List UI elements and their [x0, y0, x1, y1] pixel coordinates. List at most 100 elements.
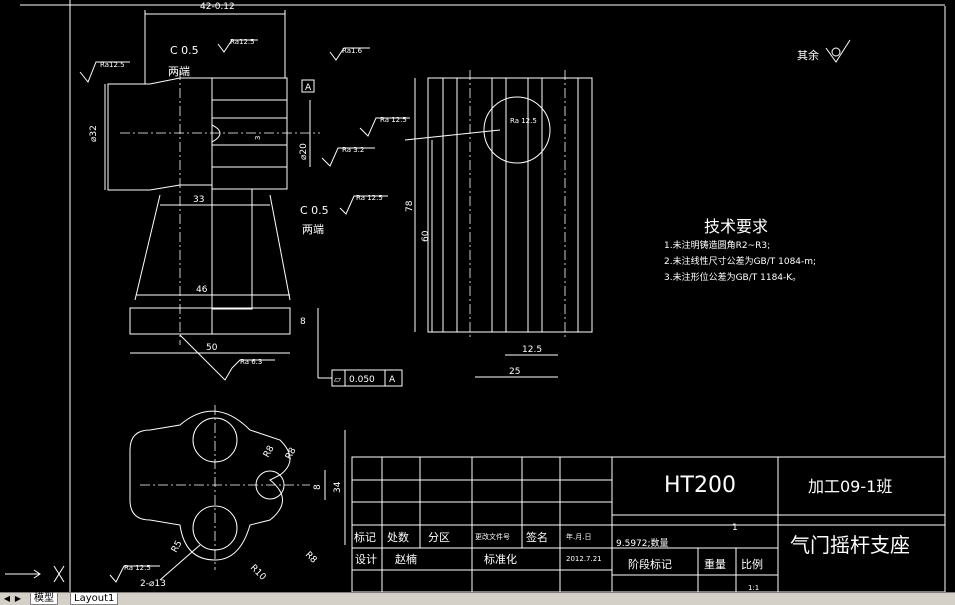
- roughness-symbol-icon: [109, 565, 160, 583]
- material-label: HT200: [664, 473, 736, 498]
- other-roughness: 其余: [797, 39, 851, 63]
- tb-qty: 1: [732, 523, 738, 533]
- ucs-x-arrow-icon: [33, 569, 41, 579]
- detail-leader: [404, 129, 501, 141]
- bore-lower: [211, 144, 288, 168]
- ra-125-bottom: Ra 12.5: [124, 564, 151, 572]
- r8-label-1: R8: [262, 444, 277, 460]
- holes-leader: [159, 544, 201, 581]
- bore-core-hatch: [211, 117, 288, 146]
- left-boss-outline: [107, 77, 213, 191]
- tech-req-item-2: 2.未注线性尺寸公差为GB/T 1084-m;: [664, 255, 816, 267]
- tb-biaozhun: 标准化: [484, 552, 517, 566]
- tech-req-item-1: 1.未注明铸造圆角R2~R3;: [664, 239, 770, 251]
- layout-tab-bar: ◀ ▶ 模型 Layout1: [0, 592, 955, 605]
- side-hatch-2: [491, 77, 507, 333]
- roughness-check-icon: [825, 39, 851, 63]
- ucs-cross-icon: [53, 565, 65, 583]
- ra-125-side: Ra 12.5: [510, 117, 537, 125]
- holes-label: 2-⌀13: [140, 579, 166, 589]
- dim-d20-label: ⌀20: [299, 143, 309, 160]
- tb-sheji: 设计: [355, 553, 377, 566]
- taper-line-left: [134, 194, 161, 301]
- front-dimensions: 42-0.12 ⌀32 33 46 50 8 ⌀20 3 C 0.5 两端 C …: [89, 2, 329, 354]
- tb-zhongliang: 重量: [704, 557, 726, 571]
- roughness-symbol-icon: [217, 39, 258, 53]
- tb-date: 2012.7.21: [566, 555, 602, 563]
- base-hatch: [211, 307, 291, 335]
- tb-bili: 比例: [741, 557, 763, 571]
- ra-125-left: Ra12.5: [100, 61, 125, 69]
- bore-upper: [211, 99, 288, 119]
- side-view: Ra 12.5 78 60 12.5 25: [404, 70, 593, 378]
- technical-requirements: 技术要求 1.未注明铸造圆角R2~R3; 2.未注线性尺寸公差为GB/T 108…: [664, 217, 816, 283]
- detail-circle: [483, 96, 551, 164]
- dim-78-label: 78: [405, 200, 415, 212]
- ra-125-right: Ra 12.5: [356, 194, 383, 202]
- roughness-circle-icon: [831, 47, 841, 57]
- tolerance-box: [331, 369, 403, 387]
- tech-req-heading: 技术要求: [704, 217, 768, 236]
- part-name-label: 气门摇杆支座: [790, 533, 910, 557]
- base-outline: [129, 307, 291, 335]
- r10-label: R10: [248, 563, 268, 583]
- roughness-symbol-icon: [321, 147, 375, 167]
- dim-8-label: 8: [300, 317, 306, 327]
- tb-biaoji: 标记: [354, 530, 376, 544]
- tab-layout1[interactable]: Layout1: [70, 593, 119, 605]
- bore-arc: [211, 124, 221, 143]
- dim-46-label: 46: [196, 285, 208, 295]
- ucs-icon: [5, 565, 65, 583]
- class-label: 加工09-1班: [808, 477, 892, 496]
- dim-25-label: 25: [509, 367, 520, 377]
- flatness-icon: ⏥: [334, 375, 341, 385]
- top-view: 34 8 R8 R8 R8 R5 R10 Ra 12.5 2-⌀13: [109, 405, 346, 589]
- dim-8b-label: 8: [313, 484, 323, 490]
- datum-a-label: A: [305, 83, 312, 93]
- tb-chushu: 处数: [387, 531, 409, 544]
- tb-scale: 1:1: [748, 584, 759, 592]
- top-view-outline: [129, 410, 291, 561]
- geometric-tolerance-frame: ⏥ 0.050 A: [317, 334, 403, 387]
- ra-16-label: Ra1.6: [342, 47, 363, 55]
- tab-nav-first-icon[interactable]: ◀: [3, 594, 11, 603]
- tolerance-value: 0.050: [349, 375, 375, 385]
- both-ends-top-label: 两端: [168, 65, 190, 78]
- both-ends-bottom-label: 两端: [302, 223, 324, 236]
- tab-nav-next-icon[interactable]: ▶: [14, 594, 22, 603]
- tb-date-hdr: 年.月.日: [566, 532, 591, 541]
- dim-33-label: 33: [193, 195, 204, 205]
- tech-req-item-3: 3.未注形位公差为GB/T 1184-K。: [664, 271, 801, 283]
- tb-jieduan: 阶段标记: [628, 557, 672, 571]
- roughness-symbol-icon: [359, 117, 410, 137]
- tb-qty-label: 9.5972;数量: [616, 537, 669, 549]
- chamfer-top-label: C 0.5: [170, 44, 199, 57]
- front-section-view: [107, 70, 320, 345]
- tolerance-datum: A: [389, 375, 396, 385]
- roughness-symbol-icon: [339, 195, 388, 215]
- dim-125-label: 12.5: [522, 345, 542, 355]
- dim-3-label: 3: [254, 136, 262, 140]
- r8-label-3: R8: [303, 550, 319, 566]
- roughness-symbols-front: Ra12.5 Ra1.6 Ra12.5 Ra 12.5 Ra 3.2 Ra 12…: [79, 38, 410, 381]
- chamfer-bottom-label: C 0.5: [300, 204, 329, 217]
- roughness-symbol-icon: [79, 61, 130, 83]
- side-hatch-4: [577, 77, 593, 333]
- dim-top-label: 42-0.12: [200, 2, 235, 12]
- top-hatch-upper: [211, 77, 288, 101]
- side-hatch-1: [442, 77, 458, 333]
- tb-fenqu: 分区: [428, 531, 450, 544]
- ra-125-mid: Ra 12.5: [380, 116, 407, 124]
- ra-63-label: Ra 6.3: [240, 358, 262, 366]
- ra-32-label: Ra 3.2: [342, 146, 364, 154]
- tab-model[interactable]: 模型: [30, 593, 58, 605]
- taper-line-right: [269, 194, 291, 301]
- r5-label: R5: [170, 539, 185, 554]
- other-roughness-label: 其余: [797, 48, 819, 62]
- dim-34-label: 34: [333, 481, 343, 493]
- dim-d32-label: ⌀32: [89, 125, 99, 142]
- dim-60-label: 60: [421, 230, 431, 242]
- ra-125-top: Ra12.5: [230, 38, 255, 46]
- roughness-symbol-icon: [329, 47, 370, 61]
